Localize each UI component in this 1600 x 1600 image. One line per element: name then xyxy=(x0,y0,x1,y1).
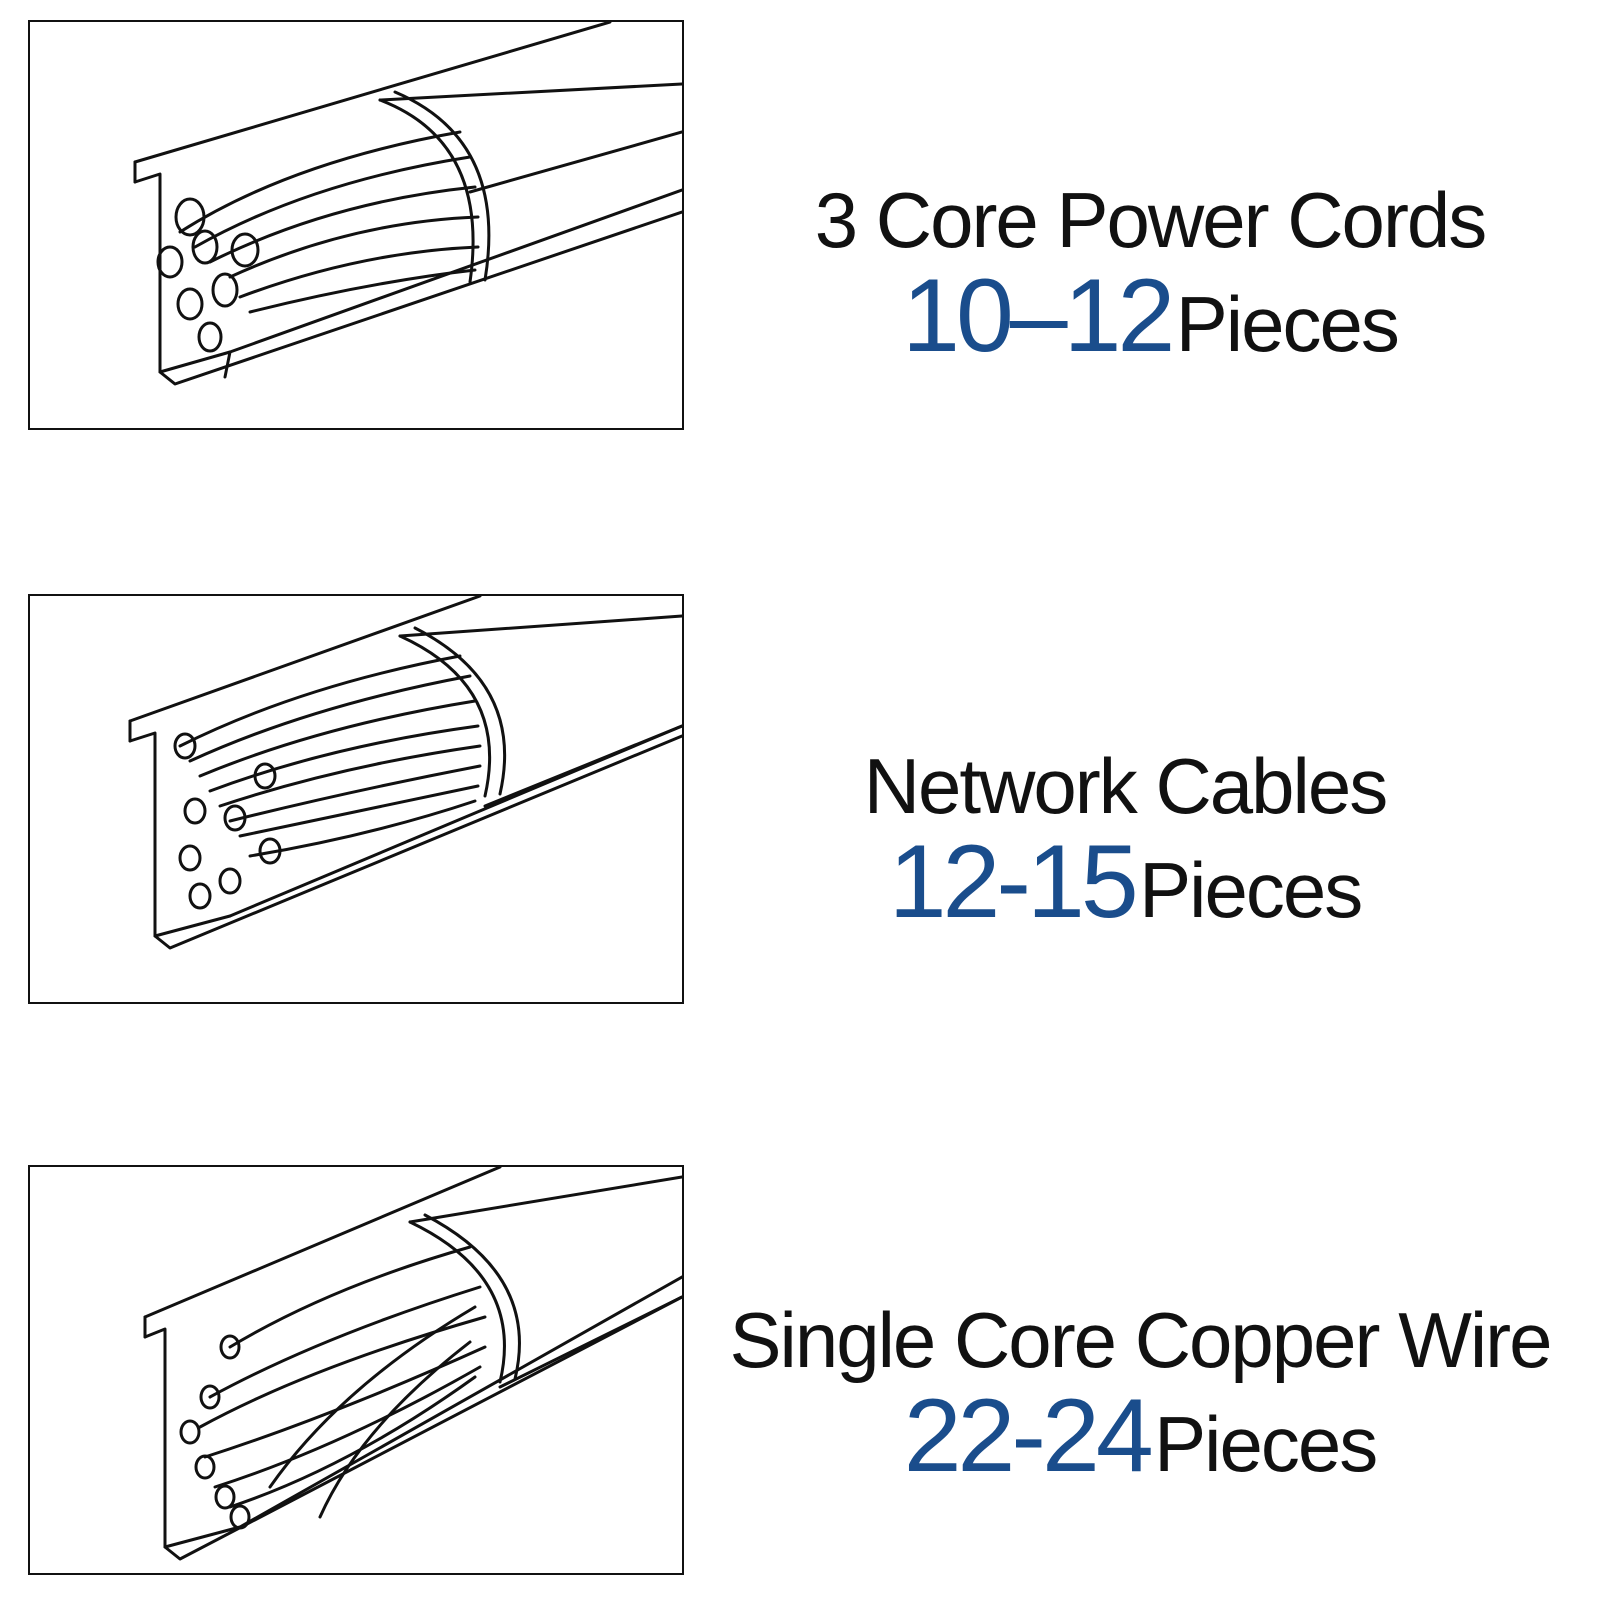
item-count-line: 10–12 Pieces xyxy=(760,261,1540,371)
item-count-line: 22-24 Pieces xyxy=(700,1381,1580,1491)
illustration-panel-power-cords xyxy=(28,20,684,430)
item-unit: Pieces xyxy=(1139,845,1363,934)
item-unit: Pieces xyxy=(1154,1399,1378,1488)
item-title: 3 Core Power Cords xyxy=(814,176,1488,264)
item-caption-network-cables: Network Cables 12-15 Pieces xyxy=(760,742,1490,937)
item-count: 12-15 xyxy=(888,823,1139,940)
item-caption-power-cords: 3 Core Power Cords 10–12 Pieces xyxy=(760,176,1540,371)
item-caption-copper-wire: Single Core Copper Wire 22-24 Pieces xyxy=(700,1296,1580,1491)
item-count-line: 12-15 Pieces xyxy=(760,827,1490,937)
item-title: Network Cables xyxy=(863,742,1389,830)
illustration-panel-copper-wire xyxy=(28,1165,684,1575)
item-count: 10–12 xyxy=(902,257,1175,374)
cable-raceway-power-cords-illustration xyxy=(133,22,682,386)
item-count: 22-24 xyxy=(903,1377,1154,1494)
cable-raceway-network-cables-illustration xyxy=(128,596,682,950)
item-title: Single Core Copper Wire xyxy=(729,1296,1552,1384)
illustration-panel-network-cables xyxy=(28,594,684,1004)
cable-raceway-copper-wire-illustration xyxy=(143,1167,682,1561)
item-unit: Pieces xyxy=(1175,279,1400,368)
